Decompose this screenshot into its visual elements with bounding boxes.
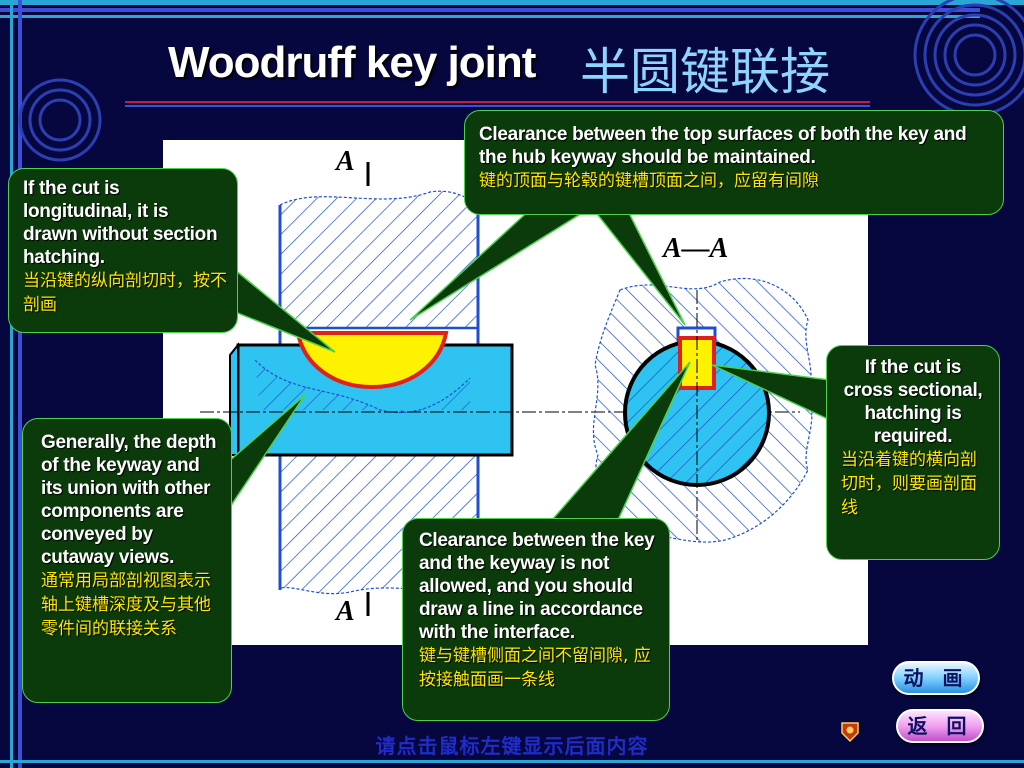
callout-pointers — [227, 204, 831, 521]
callout-top-clearance-en: Clearance between the top surfaces of bo… — [479, 124, 967, 168]
callout-depth-cn: 通常用局部剖视图表示轴上键槽深度及与其他零件间的联接关系 — [41, 571, 211, 639]
callout-no-clearance-en: Clearance between the key and the keyway… — [419, 530, 655, 643]
callout-top-clearance: Clearance between the top surfaces of bo… — [464, 110, 1004, 215]
section-mark-top: A — [336, 146, 355, 177]
section-view-label: A—A — [663, 233, 729, 264]
callout-top-clearance-cn: 键的顶面与轮毂的键槽顶面之间，应留有间隙 — [479, 171, 819, 191]
page-title: Woodruff key joint — [168, 38, 536, 87]
shaft-front-view — [229, 342, 514, 457]
page-title-chinese: 半圆键联接 — [580, 43, 830, 101]
section-mark-bottom: A — [336, 596, 355, 627]
hub-front-view — [278, 190, 480, 595]
callout-depth-en: Generally, the depth of the keyway and i… — [41, 432, 217, 568]
callout-cross-section-en: If the cut is cross sectional, hatching … — [843, 357, 983, 447]
callout-cross-section-cn: 当沿着键的横向剖切时，则要画剖面线 — [841, 450, 977, 518]
cross-section-view — [592, 277, 813, 543]
callout-depth: Generally, the depth of the keyway and i… — [22, 418, 232, 703]
callout-no-clearance: Clearance between the key and the keyway… — [402, 518, 670, 721]
animation-button[interactable]: 动 画 — [892, 661, 980, 695]
callout-longitudinal-en: If the cut is longitudinal, it is drawn … — [23, 178, 218, 268]
woodruff-key — [295, 331, 449, 390]
callout-longitudinal: If the cut is longitudinal, it is drawn … — [8, 168, 238, 333]
footer-hint: 请点击鼠标左键显示后面内容 — [375, 734, 649, 758]
circle-decoration — [18, 0, 1024, 162]
callout-longitudinal-cn: 当沿键的纵向剖切时，按不剖画 — [23, 271, 227, 315]
callout-cross-section: If the cut is cross sectional, hatching … — [826, 345, 1000, 560]
callout-no-clearance-cn: 键与键槽侧面之间不留间隙, 应按接触面画一条线 — [419, 646, 651, 690]
back-button[interactable]: 返 回 — [896, 709, 984, 743]
speaker-icon[interactable] — [838, 719, 862, 743]
